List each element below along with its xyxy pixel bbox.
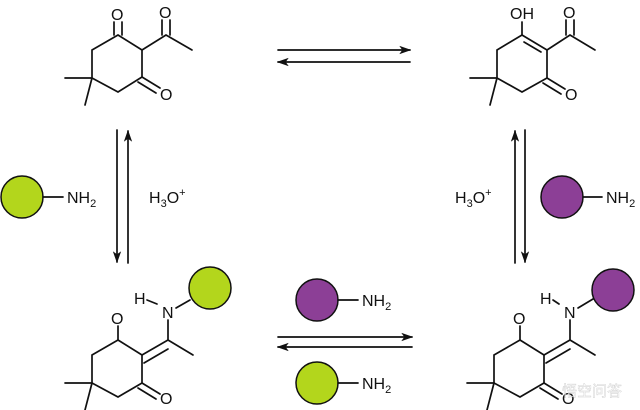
oxygen-label: O xyxy=(111,311,123,328)
green-amine-reagent: NH2 xyxy=(295,361,391,405)
oxygen-label: O xyxy=(159,5,171,22)
green-amine-reagent: NH2 xyxy=(0,175,96,219)
green-circle-icon xyxy=(0,175,44,219)
green-circle-icon xyxy=(188,266,232,310)
oxygen-label: O xyxy=(565,87,577,104)
hydroxyl-label: OH xyxy=(510,6,534,23)
hydrogen-label: H xyxy=(540,291,552,308)
acid-label-left: H3O+ xyxy=(149,187,186,210)
purple-circle-icon xyxy=(591,268,635,312)
oxygen-label: O xyxy=(111,7,123,24)
molecule-purple-enamine: O O N H xyxy=(466,268,635,410)
svg-text:NH2: NH2 xyxy=(606,190,635,210)
svg-text:NH2: NH2 xyxy=(362,376,391,396)
purple-circle-icon xyxy=(295,278,339,322)
oxygen-label: O xyxy=(562,391,574,408)
watermark: 悟空问答 xyxy=(562,382,622,400)
molecule-green-enamine: O O N H xyxy=(64,266,232,410)
acid-label-right: H3O+ xyxy=(455,187,492,210)
oxygen-label: O xyxy=(513,311,525,328)
purple-amine-reagent: NH2 xyxy=(295,278,391,322)
oxygen-label: O xyxy=(160,87,172,104)
molecule-triketone: O O O xyxy=(64,5,193,106)
oxygen-label: O xyxy=(160,391,172,408)
svg-text:NH2: NH2 xyxy=(67,190,96,210)
purple-circle-icon xyxy=(540,175,584,219)
molecule-enol: OH O O xyxy=(469,5,596,106)
purple-amine-reagent: NH2 xyxy=(540,175,635,219)
nitrogen-label: N xyxy=(564,305,576,322)
hydrogen-label: H xyxy=(134,291,146,308)
nitrogen-label: N xyxy=(162,305,174,322)
oxygen-label: O xyxy=(563,5,575,22)
green-circle-icon xyxy=(295,361,339,405)
svg-text:NH2: NH2 xyxy=(362,293,391,313)
